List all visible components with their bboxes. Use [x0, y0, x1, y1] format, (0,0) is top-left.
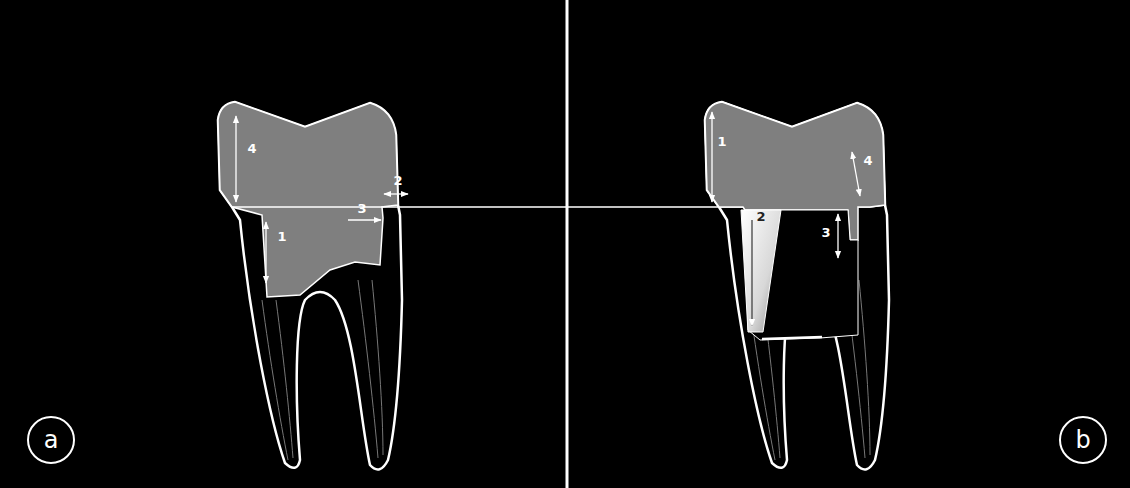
callout-number: 1	[277, 230, 286, 243]
callout-number: 3	[357, 202, 366, 215]
callout-number: 4	[247, 142, 256, 155]
panel-letter: a	[44, 428, 59, 452]
panel-letter-circle: b	[1059, 416, 1107, 464]
tooth-b	[232, 102, 889, 469]
panel-letter-circle: a	[27, 416, 75, 464]
tooth-a	[218, 102, 408, 469]
callout-number: 2	[393, 174, 402, 187]
callout-number: 2	[756, 210, 765, 223]
panel-letter: b	[1075, 428, 1090, 452]
callout-number: 3	[821, 226, 830, 239]
panel-divider	[566, 0, 569, 488]
callout-number: 4	[863, 154, 872, 167]
callout-number: 1	[717, 135, 726, 148]
